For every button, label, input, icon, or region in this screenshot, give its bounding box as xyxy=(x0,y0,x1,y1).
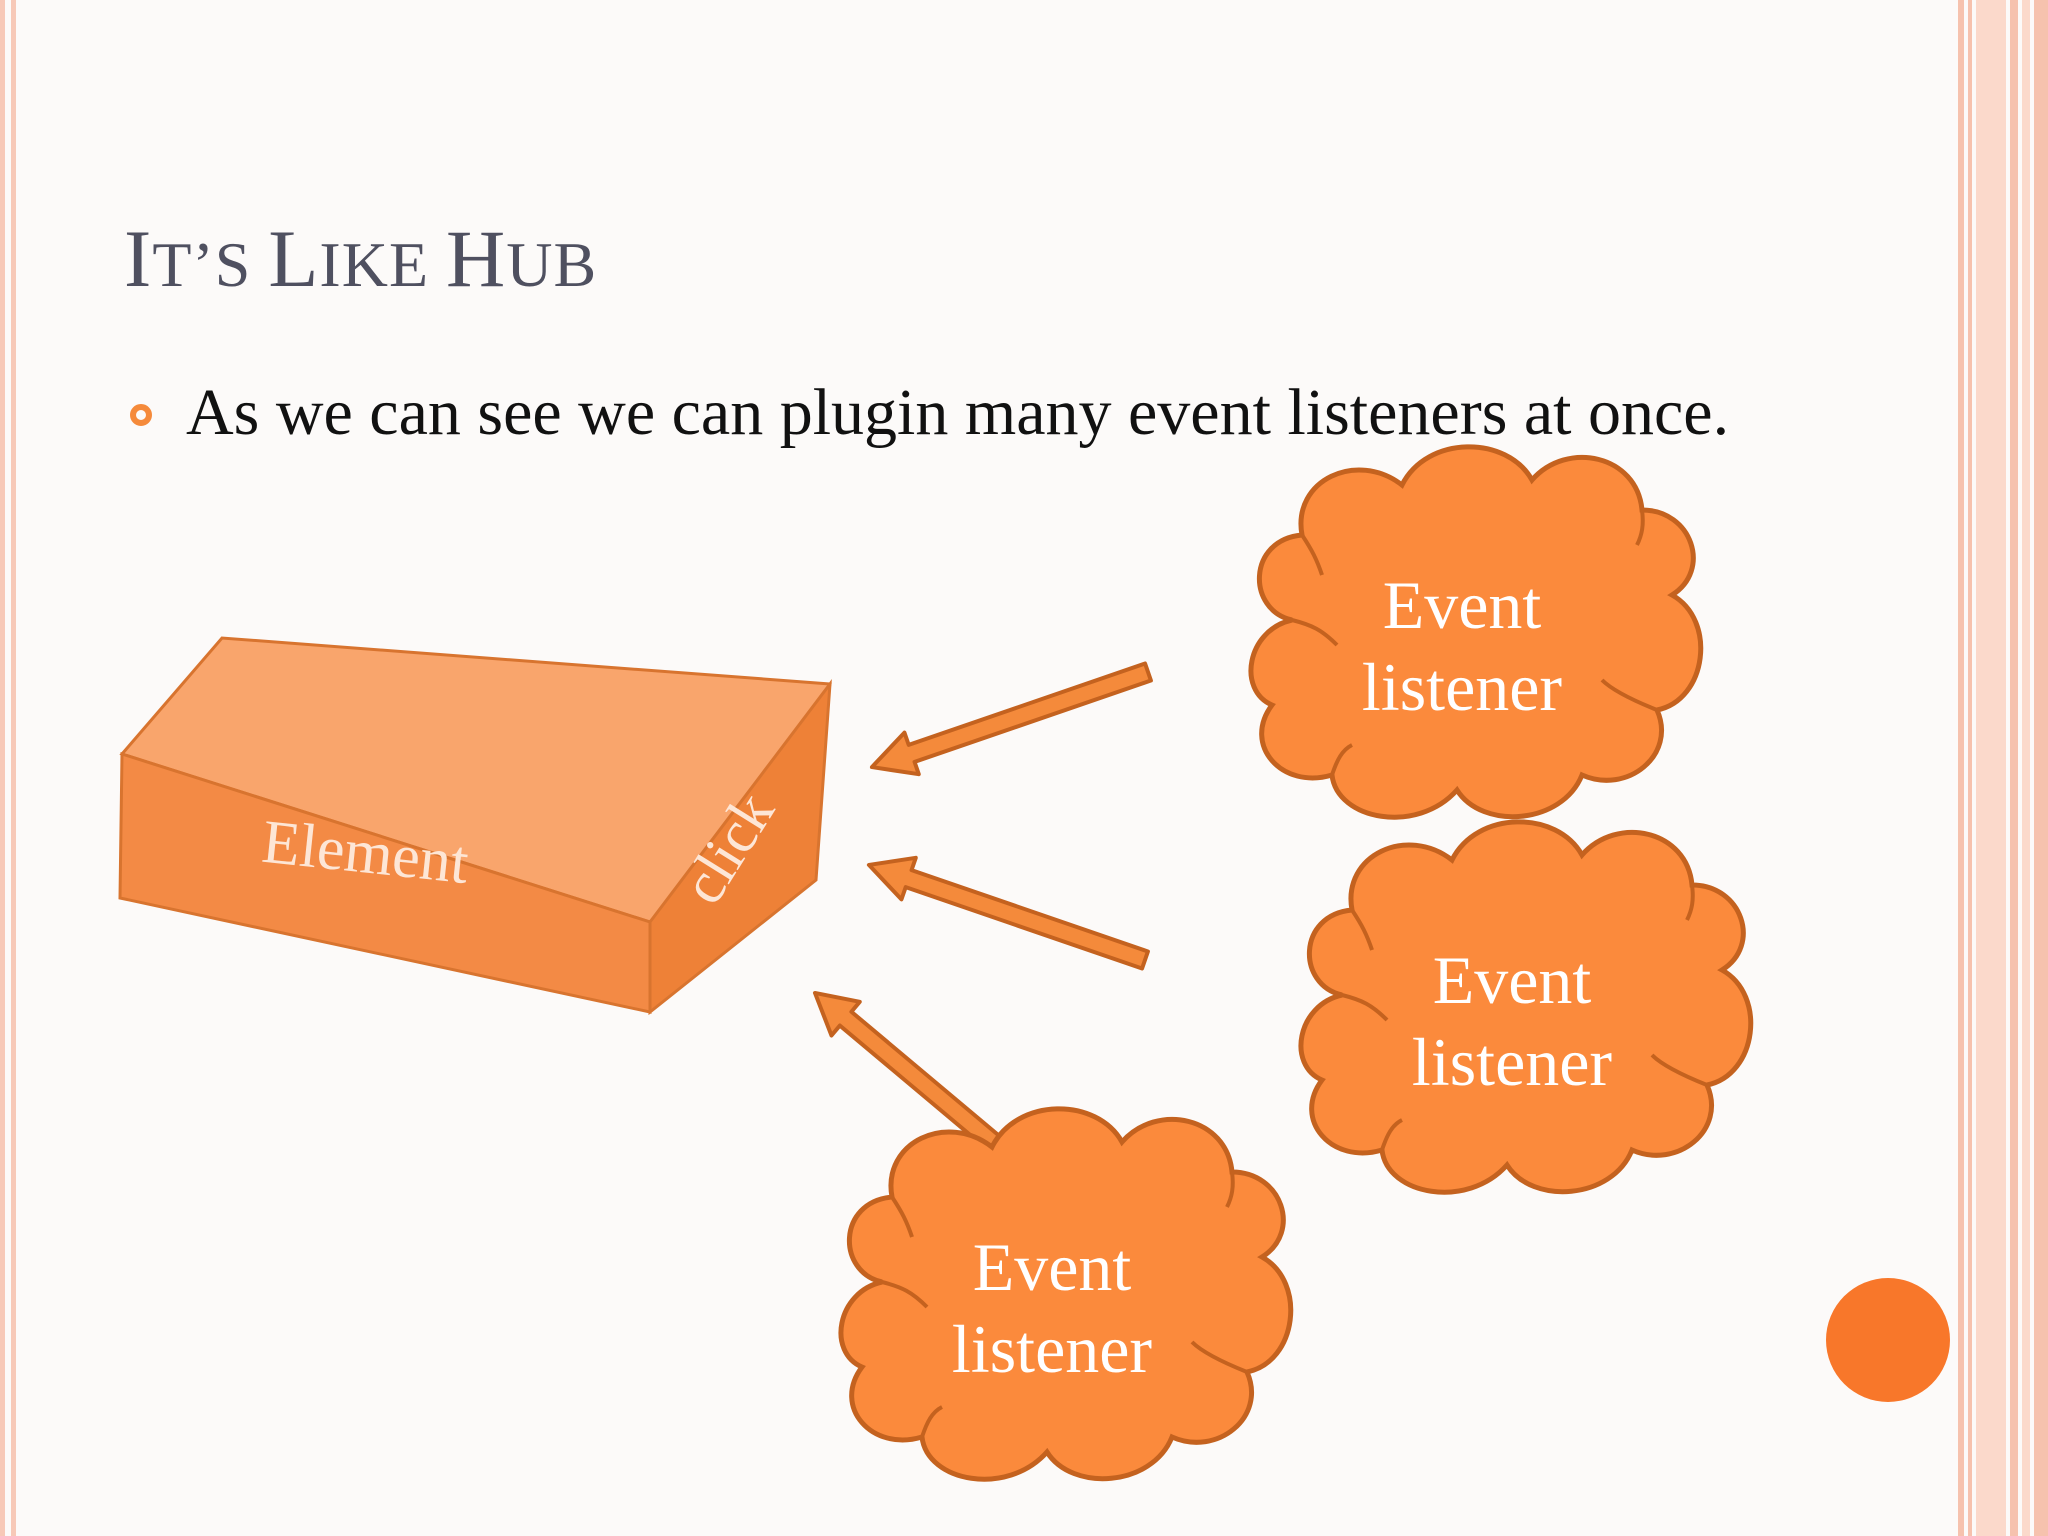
cloud-event-listener-middle: Event listener xyxy=(1301,822,1751,1192)
cloud-event-listener-top: Event listener xyxy=(1251,447,1701,817)
cloud-label-line2: listener xyxy=(1362,649,1563,725)
bullet-text: As we can see we can plugin many event l… xyxy=(186,376,1730,449)
title-part: L xyxy=(268,213,320,304)
cloud-label-line2: listener xyxy=(952,1311,1153,1387)
arrow-middle xyxy=(866,855,1150,971)
title-part: IKE xyxy=(319,229,447,300)
element-box: Element click xyxy=(118,636,832,1016)
cloud-label-line1: Event xyxy=(1383,567,1542,643)
title-part: T’S xyxy=(152,229,269,300)
bullet-ring-icon xyxy=(130,404,152,426)
title-part: I xyxy=(124,213,153,304)
cloud-label-line1: Event xyxy=(973,1229,1132,1305)
cloud-label-line2: listener xyxy=(1412,1024,1613,1100)
left-border-stripe xyxy=(11,0,16,1536)
decorative-circle-icon xyxy=(1826,1278,1950,1402)
arrow-bottom xyxy=(812,990,1003,1153)
box-side-face xyxy=(648,679,832,1016)
right-decorative-band xyxy=(1958,0,2048,1536)
arrow-top xyxy=(869,661,1153,777)
cloud-event-listener-bottom: Event listener xyxy=(841,1109,1291,1479)
title-part: UB xyxy=(506,229,598,300)
title-part: H xyxy=(446,213,507,304)
left-border-stripe xyxy=(0,0,5,1536)
cloud-label-line1: Event xyxy=(1433,942,1592,1018)
slide-title: IT’S LIKE HUB xyxy=(124,212,597,306)
